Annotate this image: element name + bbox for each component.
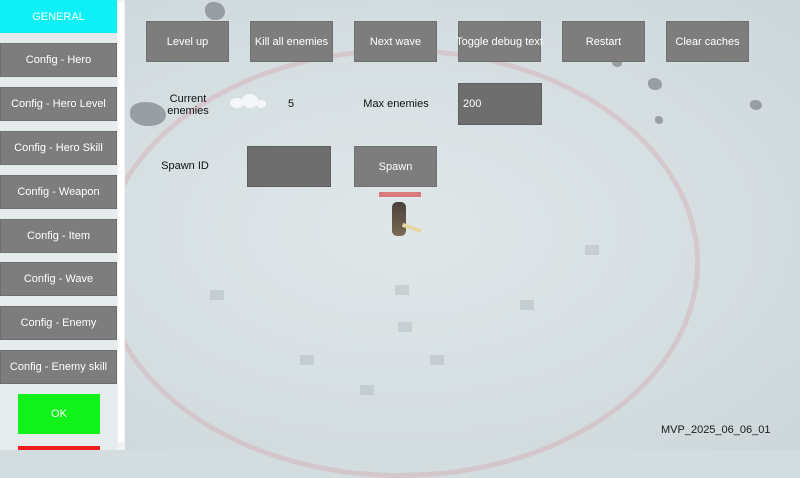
rock: [750, 100, 762, 110]
current-enemies-value: 5: [287, 98, 295, 110]
max-enemies-label: Max enemies: [363, 98, 429, 110]
rock: [205, 2, 225, 20]
rock: [648, 78, 662, 90]
spawn-id-label: Spawn ID: [161, 160, 209, 172]
enemy: [230, 92, 266, 110]
config-sidebar: GENERAL Config - Hero Config - Hero Leve…: [0, 0, 125, 450]
rock: [655, 116, 663, 124]
toggle-debug-text-button[interactable]: Toggle debug text: [456, 21, 543, 62]
max-enemies-input[interactable]: 200: [458, 83, 542, 125]
next-wave-button[interactable]: Next wave: [354, 21, 437, 62]
current-enemies-label-line2: enemies: [167, 105, 209, 117]
sidebar-item-config-hero-level[interactable]: Config - Hero Level: [0, 87, 117, 121]
hero-body: [392, 202, 406, 236]
level-up-button[interactable]: Level up: [146, 21, 229, 62]
restart-button[interactable]: Restart: [562, 21, 645, 62]
ground-tile: [430, 355, 444, 365]
tab-general[interactable]: GENERAL: [0, 0, 117, 33]
cancel-button[interactable]: [18, 446, 100, 450]
ground-tile: [360, 385, 374, 395]
build-version: MVP_2025_06_06_01: [661, 424, 771, 436]
sidebar-item-config-item[interactable]: Config - Item: [0, 219, 117, 253]
spawn-id-input[interactable]: [247, 146, 331, 187]
sidebar-item-config-wave[interactable]: Config - Wave: [0, 262, 117, 296]
ground-tile: [395, 285, 409, 295]
ground-tile: [398, 322, 412, 332]
rock: [612, 58, 622, 67]
sidebar-item-config-hero[interactable]: Config - Hero: [0, 43, 117, 77]
hero-character: [379, 192, 423, 238]
clear-caches-button[interactable]: Clear caches: [666, 21, 749, 62]
rock: [130, 102, 166, 126]
ground-tile: [585, 245, 599, 255]
ground-tile: [210, 290, 224, 300]
sidebar-item-config-weapon[interactable]: Config - Weapon: [0, 175, 117, 209]
sidebar-item-config-enemy[interactable]: Config - Enemy: [0, 306, 117, 340]
spawn-button[interactable]: Spawn: [354, 146, 437, 187]
hero-health-bar: [379, 192, 421, 197]
sidebar-scroll-thumb[interactable]: [118, 2, 124, 442]
sidebar-item-config-enemy-skill[interactable]: Config - Enemy skill: [0, 350, 117, 384]
kill-all-enemies-button[interactable]: Kill all enemies: [250, 21, 333, 62]
ok-button[interactable]: OK: [18, 394, 100, 434]
current-enemies-label-line1: Current: [169, 93, 207, 105]
ground-tile: [520, 300, 534, 310]
current-enemies-label: Current enemies: [160, 93, 216, 117]
sidebar-item-config-hero-skill[interactable]: Config - Hero Skill: [0, 131, 117, 165]
ground-tile: [300, 355, 314, 365]
